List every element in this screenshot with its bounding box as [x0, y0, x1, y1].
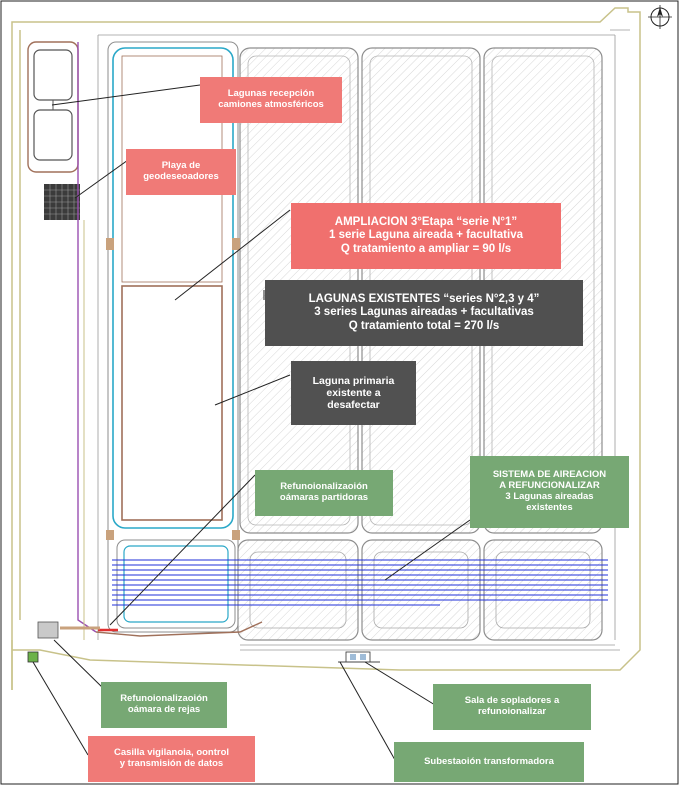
label-aeration-system: SISTEMA DE AIREACION A REFUNCIONALIZAR 3… [470, 456, 629, 528]
label-existing-ponds-line-2: 3 series Lagunas aireadas + facultativas [314, 306, 534, 319]
label-splitter-chambers: Refunoionalizaoión oámaras partidoras [255, 470, 393, 516]
label-screen-chamber: Refunoionalizaoión oámara de rejas [101, 682, 227, 728]
inlet-piping [60, 621, 263, 637]
new-ponds-series-1 [106, 41, 240, 633]
label-guard-house: Casilla vigilanoia, oontrol y transmisió… [88, 736, 255, 782]
label-screen-chamber-line-2: oámara de rejas [127, 704, 201, 715]
label-guard-house-line-1: Casilla vigilanoia, oontrol [113, 747, 230, 759]
label-existing-ponds: LAGUNAS EXISTENTES “series N°2,3 y 4” 3 … [265, 280, 583, 346]
label-primary-pond: Laguna primaria existente a desafectar [291, 361, 416, 425]
label-drying-beds-line-1: Playa de [161, 160, 201, 172]
label-screen-chamber-line-1: Refunoionalizaoión [120, 693, 208, 705]
property-boundary [11, 7, 641, 690]
label-existing-ponds-line-3: Q tratamiento total = 270 l/s [348, 319, 500, 332]
new-pond-facultative [121, 285, 223, 521]
label-splitter-chambers-line-2: oámaras partidoras [279, 492, 369, 503]
label-blower-room-line-1: Sala de sopladores a [464, 695, 560, 707]
label-expansion-line-2: 1 serie Laguna aireada + facultativa [329, 229, 523, 242]
label-expansion-line-3: Q tratamiento a ampliar = 90 l/s [340, 242, 512, 255]
site-buildings [27, 621, 380, 663]
grate-icon [44, 184, 80, 220]
label-aeration-system-line-2: A REFUNCIONALIZAR [499, 480, 600, 492]
new-pond-outer [107, 41, 239, 633]
reception-ponds [27, 41, 79, 173]
label-drying-beds: Playa de geodeseoadores [126, 149, 236, 195]
label-expansion-line-1: AMPLIACION 3°Etapa “serie N°1” [334, 216, 518, 229]
label-reception-ponds: Lagunas recepción camiones atmosféricos [200, 77, 342, 123]
access-road [98, 29, 630, 651]
label-primary-pond-line-1: Laguna primaria [312, 374, 395, 387]
label-primary-pond-line-2: existente a [326, 386, 381, 399]
label-existing-ponds-line-1: LAGUNAS EXISTENTES “series N°2,3 y 4” [308, 293, 540, 306]
label-aeration-system-line-3: 3 Lagunas aireadas [505, 491, 594, 502]
label-expansion-stage-3: AMPLIACION 3°Etapa “serie N°1” 1 serie L… [291, 203, 561, 269]
aeration-pipes [112, 559, 608, 606]
label-drying-beds-line-2: geodeseoadores [143, 171, 219, 182]
label-splitter-chambers-line-1: Refunoionalizaoión [280, 481, 368, 493]
label-guard-house-line-2: y transmisión de datos [119, 758, 224, 769]
purple-conduit [77, 42, 97, 633]
label-transformer-substation: Subestaoión transformadora [394, 742, 584, 782]
new-pond-aerated [116, 539, 236, 629]
new-pond-cyan [112, 47, 234, 529]
label-primary-pond-line-3: desafectar [327, 399, 380, 412]
north-arrow-icon [648, 5, 672, 29]
leader-lines [32, 84, 471, 761]
label-blower-room: Sala de sopladores a refunoionalizar [433, 684, 591, 730]
label-reception-ponds-line-2: camiones atmosféricos [218, 99, 324, 110]
label-aeration-system-line-4: existentes [526, 501, 573, 513]
label-reception-ponds-line-1: Lagunas recepción [227, 88, 315, 100]
label-blower-room-line-2: refunoionalizar [477, 706, 547, 717]
label-aeration-system-line-1: SISTEMA DE AIREACION [492, 469, 607, 481]
label-transformer-substation-line-1: Subestaoión transformadora [424, 755, 554, 767]
